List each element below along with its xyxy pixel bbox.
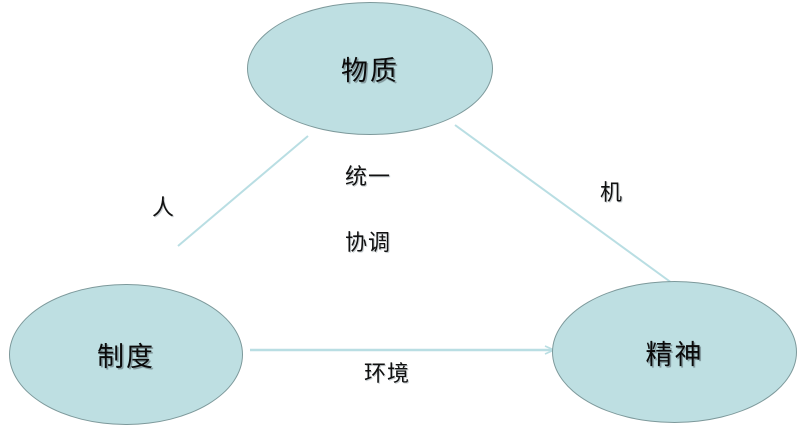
center-label-unify: 统一 [345,164,392,189]
node-spirit-label: 精神 [645,339,704,370]
edge-label-environment: 环境 [364,361,411,386]
node-system-label: 制度 [97,342,155,372]
node-material-label: 物质 [341,56,399,86]
edge-material-spirit [454,124,677,287]
edge-label-machine: 机 [600,180,624,205]
node-spirit[interactable]: 精神 [552,281,797,423]
node-system[interactable]: 制度 [9,284,243,425]
edge-material-system [177,135,309,247]
edge-label-person: 人 [152,195,176,220]
center-label-coordinate: 协调 [345,230,392,255]
node-material[interactable]: 物质 [247,2,493,135]
